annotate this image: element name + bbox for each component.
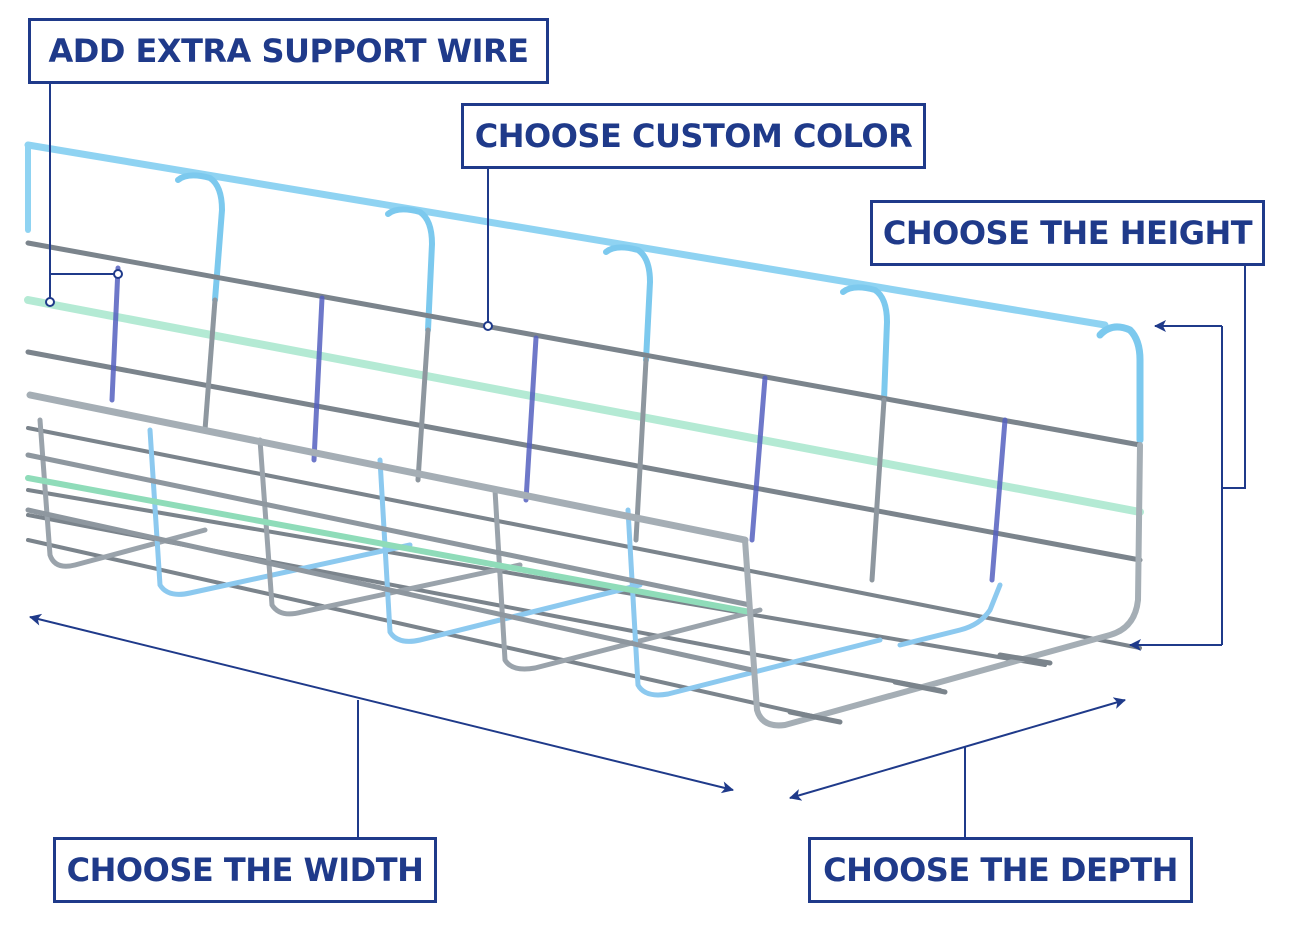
width-arrow xyxy=(29,613,734,794)
color-dot xyxy=(483,321,493,331)
choose-the-depth-label: CHOOSE THE DEPTH xyxy=(808,837,1193,903)
height-bracket xyxy=(1222,266,1246,489)
support-wire-dot-1 xyxy=(45,297,55,307)
green-support-wire-back xyxy=(24,296,1144,516)
choose-the-width-label: CHOOSE THE WIDTH xyxy=(53,837,437,903)
depth-arrow xyxy=(789,697,1126,801)
green-support-wire-front xyxy=(25,475,753,615)
add-extra-support-wire-label: ADD EXTRA SUPPORT WIRE xyxy=(28,18,549,84)
choose-custom-color-label: CHOOSE CUSTOM COLOR xyxy=(461,103,926,169)
support-wire-dot-2 xyxy=(113,269,123,279)
choose-the-height-label: CHOOSE THE HEIGHT xyxy=(870,200,1265,266)
annotation-leaders xyxy=(29,84,1246,837)
front-top-rail xyxy=(26,391,749,544)
